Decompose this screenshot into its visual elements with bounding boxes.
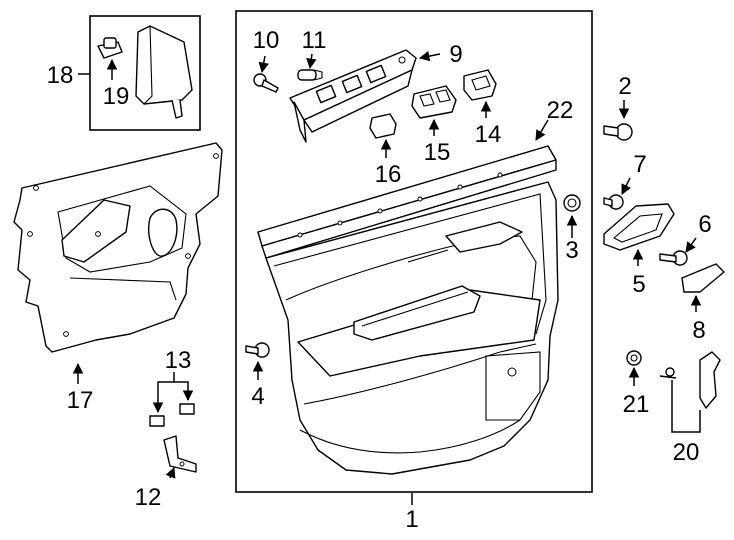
door-trim-panel: [265, 181, 559, 475]
callout-3: 3: [565, 237, 578, 264]
clips-13: [149, 403, 195, 427]
leader-10: [258, 55, 269, 74]
leader-11: [306, 53, 317, 70]
callout-8: 8: [692, 317, 705, 344]
lock-switch-16: [369, 113, 397, 139]
leader-6: [685, 237, 697, 253]
leader-12: [165, 467, 176, 479]
callout-16: 16: [375, 161, 402, 188]
pad-8: [681, 263, 725, 293]
callout-12: 12: [135, 484, 162, 511]
belt-weatherstrip: [257, 145, 557, 259]
insulator-panel: [13, 142, 223, 353]
push-clip-19: [97, 37, 123, 59]
callout-15: 15: [424, 139, 451, 166]
callout-10: 10: [253, 27, 280, 54]
callout-14: 14: [475, 121, 502, 148]
callout-11: 11: [302, 27, 327, 54]
callout-7: 7: [633, 151, 646, 178]
callout-6: 6: [698, 211, 711, 238]
callout-22: 22: [547, 97, 574, 124]
clip-2: [603, 123, 633, 141]
screw-4: [245, 342, 270, 358]
trim-cover-group-frame: [89, 15, 201, 131]
plug-3: [563, 194, 581, 212]
callout-2: 2: [618, 73, 631, 100]
callout-21: 21: [623, 391, 650, 418]
door-panel-assembly-frame: [235, 10, 593, 493]
callout-17: 17: [67, 387, 94, 414]
callout-9: 9: [449, 41, 462, 68]
switch-bezel: [289, 49, 417, 143]
mirror-switch-14: [463, 69, 497, 101]
bracket-12: [163, 435, 197, 473]
callout-4: 4: [251, 383, 264, 410]
check-strap-20: [659, 351, 721, 409]
leader-13b: [174, 381, 194, 402]
screw-6: [659, 250, 688, 266]
leader-20: [671, 380, 701, 433]
leader-7: [621, 177, 631, 195]
callout-13: 13: [165, 347, 192, 374]
callout-20: 20: [673, 439, 700, 466]
callout-1: 1: [405, 506, 418, 533]
callout-5: 5: [632, 271, 645, 298]
callout-18: 18: [47, 62, 74, 89]
leader-9: [418, 50, 441, 62]
clip-7: [603, 194, 624, 210]
leader-22: [535, 119, 549, 141]
window-switch-15: [411, 85, 457, 119]
inside-handle-5: [603, 203, 675, 251]
leader-13a: [152, 372, 175, 414]
callout-19: 19: [103, 83, 130, 110]
armrest-cover: [135, 25, 193, 119]
screw-10: [253, 73, 279, 93]
bulb-11: [297, 69, 323, 81]
nut-21: [626, 350, 642, 366]
